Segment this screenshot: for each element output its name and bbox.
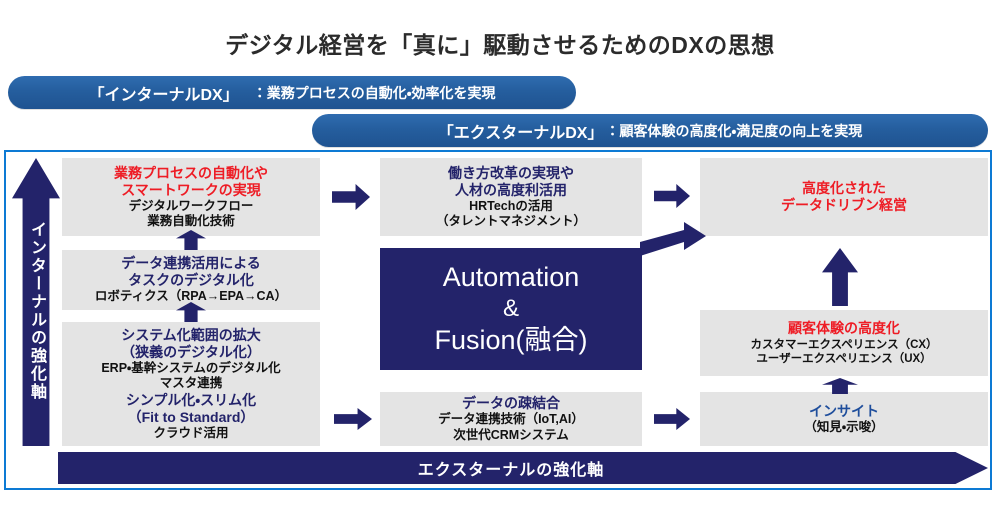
banner-external-rest: ：顧客体験の高度化・満足度の向上を実現 (605, 122, 863, 139)
banner-internal-rest: ：業務プロセスの自動化・効率化を実現 (252, 84, 496, 101)
box-c-line-5: シンプル化・スリム化 (125, 391, 257, 408)
box-c-line-6: （Fit to Standard） (127, 408, 255, 425)
box-c-line-2: （狭義のデジタル化） (121, 344, 261, 361)
banner-external-strong: 「エクスターナルDX」 (437, 124, 604, 142)
fusion-line-1: Automation (442, 262, 580, 293)
box-e-line-3: 次世代CRMシステム (453, 427, 569, 442)
box-e-line-2: データ連携技術（IoT,AI） (438, 412, 584, 427)
box-e-line-1: データの疎結合 (462, 395, 560, 412)
external-axis-label: エクスターナルの強化軸 (417, 462, 605, 479)
banner-internal-strong: 「インターナルDX」 (88, 86, 239, 104)
box-automation-fusion: Automation & Fusion(融合) (380, 248, 642, 370)
box-a-line-4: 業務自動化技術 (147, 214, 235, 229)
box-business-process-automation: 業務プロセスの自動化や スマートワークの実現 デジタルワークフロー 業務自動化技… (62, 158, 320, 236)
box-c-line-3: ERP・基幹システムのデジタル化 (101, 361, 281, 376)
internal-axis-label: インターナルの強化軸 (28, 221, 45, 401)
box-b-line-1: データ連携活用による (121, 255, 261, 272)
box-data-loose-coupling: データの疎結合 データ連携技術（IoT,AI） 次世代CRMシステム (380, 392, 642, 446)
box-a-line-3: デジタルワークフロー (128, 198, 254, 213)
box-a-line-2: スマートワークの実現 (121, 181, 261, 198)
box-insight: インサイト （知見・示唆） (700, 392, 988, 446)
arrow-tapered-icon-fusion-to-f (640, 222, 706, 256)
internal-axis-arrow: インターナルの強化軸 (12, 158, 60, 446)
box-b-line-3: ロボティクス（RPA→EPA→CA） (94, 289, 288, 304)
box-work-style-reform: 働き方改革の実現や 人材の高度利活用 HRTechの活用 （タレントマネジメント… (380, 158, 642, 236)
box-c-line-7: クラウド活用 (153, 425, 229, 440)
box-f-line-2: データドリブン経営 (781, 197, 907, 213)
box-c-line-4: マスタ連携 (159, 376, 223, 391)
box-g-line-1: 顧客体験の高度化 (788, 320, 900, 337)
box-f-line-1: 高度化された (802, 179, 886, 196)
box-d-line-3: HRTechの活用 (469, 198, 553, 213)
arrow-right-shape-icon (58, 452, 988, 484)
box-task-digitization: データ連携活用による タスクのデジタル化 ロボティクス（RPA→EPA→CA） (62, 250, 320, 310)
box-data-driven-management: 高度化された データドリブン経営 (700, 158, 988, 236)
box-b-line-2: タスクのデジタル化 (128, 272, 254, 289)
box-system-scope-expansion: システム化範囲の拡大 （狭義のデジタル化） ERP・基幹システムのデジタル化 マ… (62, 322, 320, 446)
box-h-line-1: インサイト (809, 402, 879, 419)
box-g-line-3: ユーザーエクスペリエンス（UX） (756, 352, 932, 365)
fusion-line-3: Fusion(融合) (434, 324, 588, 355)
page-title: デジタル経営を「真に」駆動させるためのDXの思想 (225, 32, 775, 58)
box-d-line-1: 働き方改革の実現や (448, 164, 574, 181)
box-d-line-4: （タレントマネジメント） (435, 214, 586, 229)
box-h-line-2: （知見・示唆） (804, 419, 884, 434)
fusion-line-2: & (502, 295, 519, 323)
box-c-line-1: システム化範囲の拡大 (121, 326, 261, 343)
banner-external-dx: 「エクスターナルDX」 ：顧客体験の高度化・満足度の向上を実現 (312, 114, 988, 147)
banner-internal-dx: 「インターナルDX」 ：業務プロセスの自動化・効率化を実現 (8, 76, 576, 109)
external-axis-arrow: エクスターナルの強化軸 (58, 452, 988, 484)
box-customer-experience: 顧客体験の高度化 カスタマーエクスペリエンス（CX） ユーザーエクスペリエンス（… (700, 310, 988, 376)
box-d-line-2: 人材の高度利活用 (455, 181, 567, 198)
box-a-line-1: 業務プロセスの自動化や (114, 164, 268, 181)
box-g-line-2: カスタマーエクスペリエンス（CX） (750, 338, 938, 351)
